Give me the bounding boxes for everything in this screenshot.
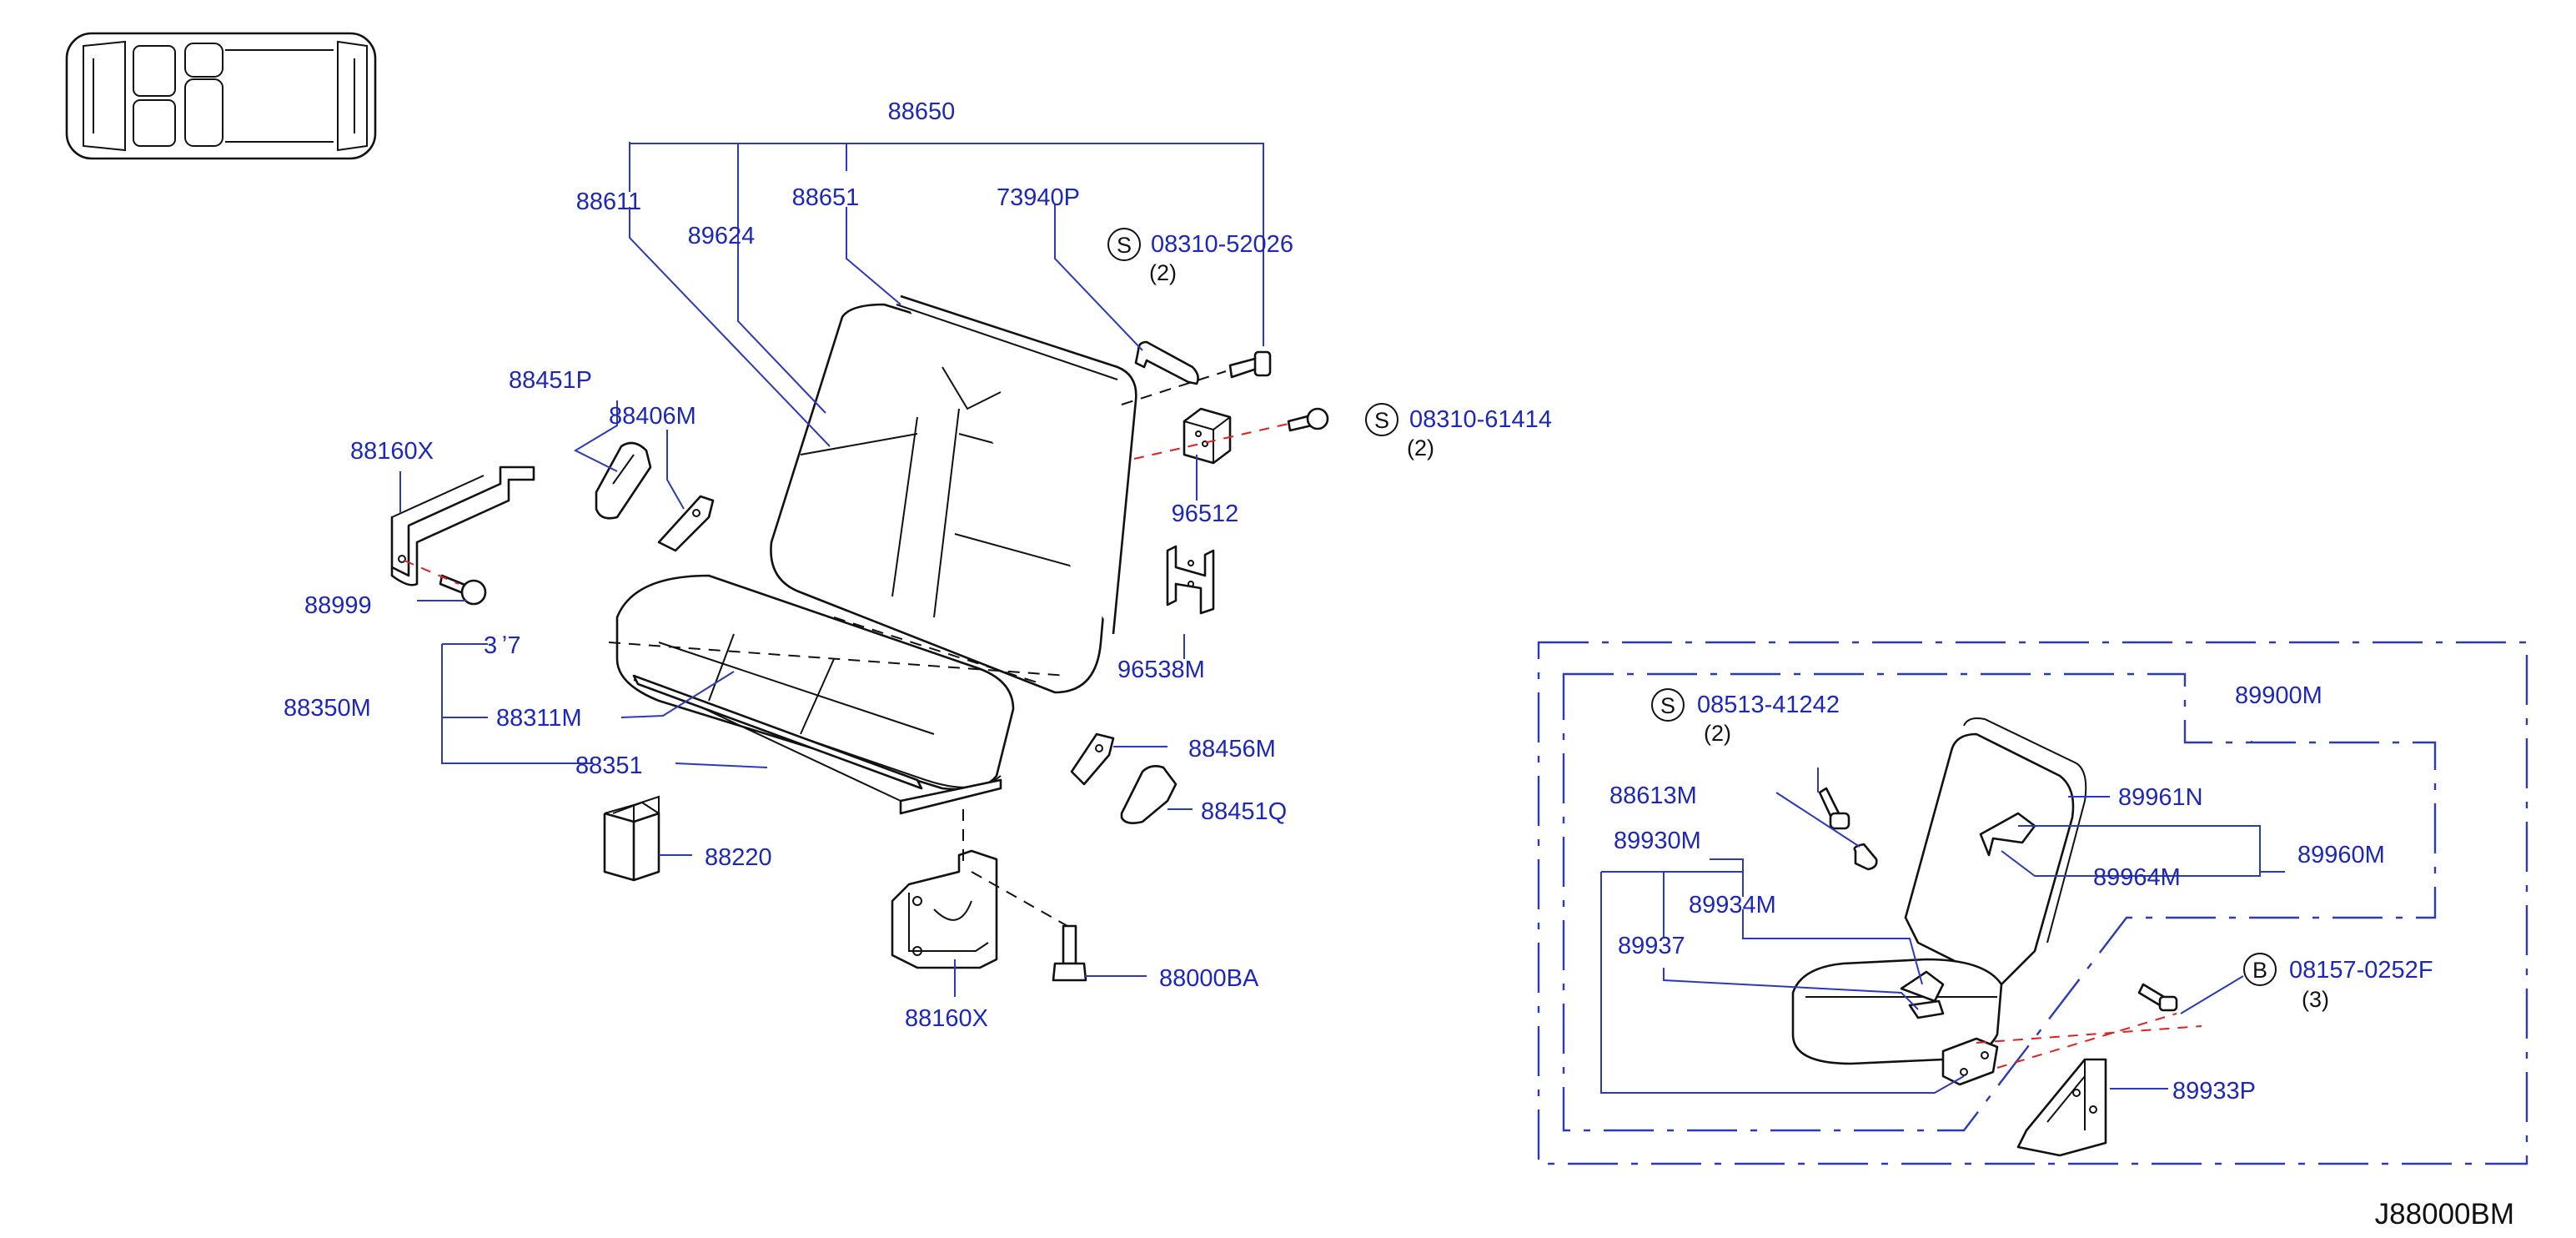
label-88351: 88351 [575, 752, 643, 779]
screw-52026-icon [1228, 350, 1272, 379]
bracket-88160X-bottom [891, 849, 998, 969]
side-cover-88451Q [1120, 765, 1178, 824]
label-88307-partial: 3 ʼ7 [484, 632, 521, 659]
label-88406M: 88406M [609, 403, 696, 430]
label-88220: 88220 [705, 844, 772, 871]
label-08310-61414: 08310-61414 [1409, 406, 1552, 433]
label-88613M: 88613M [1609, 783, 1697, 809]
bracket-89933P [2016, 1058, 2107, 1157]
qty-08310-61414: (2) [1407, 435, 1434, 460]
part-labels-left: 88650 88611 89624 88651 73940P 08310-520… [284, 98, 1552, 1032]
striker-plate-96538M [1166, 545, 1215, 615]
leader-lines-left [399, 143, 1264, 997]
label-08513-41242: 08513-41242 [1697, 692, 1840, 718]
pin-88613M-icon [1853, 843, 1878, 871]
armrest-back [1904, 717, 2087, 986]
qty-08513-41242: (2) [1704, 721, 1731, 746]
bolt-88999-icon [439, 574, 487, 606]
armrest-base [1791, 958, 2003, 1065]
hinge-cover-88456M [1070, 732, 1115, 786]
cover-88220 [603, 795, 660, 882]
part-labels-right: 89900M 08513-41242 (2) 88613M 89961N 899… [1609, 682, 2433, 1105]
label-88451P: 88451P [509, 367, 592, 394]
label-96512: 96512 [1172, 501, 1239, 527]
label-08157-0252F: 08157-0252F [2289, 957, 2433, 984]
label-88451Q: 88451Q [1201, 798, 1287, 825]
s-marker-41242: S [1651, 688, 1685, 722]
label-96538M: 96538M [1117, 657, 1205, 683]
label-88611: 88611 [576, 189, 642, 215]
hinge-cover-88406M [657, 495, 715, 552]
label-88650: 88650 [888, 98, 956, 125]
label-89964M: 89964M [2093, 864, 2181, 891]
label-89937: 89937 [1618, 933, 1685, 959]
side-cover-88451P [595, 441, 652, 520]
label-89930M: 89930M [1614, 828, 1701, 854]
label-88999: 88999 [304, 592, 372, 619]
svg-text:S: S [1117, 233, 1132, 258]
screw-41242-icon [1818, 787, 1850, 830]
label-88311M: 88311M [496, 705, 582, 732]
label-73940P: 73940P [997, 184, 1080, 211]
qty-08157-0252F: (3) [2302, 987, 2329, 1012]
label-08310-52026: 08310-52026 [1151, 231, 1293, 258]
label-88160X-bottom: 88160X [905, 1005, 988, 1032]
diagram-reference-code: J88000BM [2375, 1198, 2514, 1230]
b-marker-0252F: B [2243, 953, 2277, 986]
label-89624: 89624 [688, 223, 756, 249]
seat-back-cushion [770, 294, 1137, 694]
svg-text:B: B [2252, 958, 2267, 983]
label-89961N: 89961N [2118, 784, 2203, 811]
leader-lines-right [1600, 741, 2285, 1094]
vehicle-locator-icon [65, 32, 377, 160]
center-armrest-frame [1537, 641, 2528, 1165]
label-89960M: 89960M [2297, 842, 2385, 868]
label-88000BA: 88000BA [1159, 965, 1259, 992]
anchor-block-96512 [1183, 407, 1232, 465]
s-marker-52026: S [1107, 228, 1141, 261]
bolt-88000BA-icon [1052, 924, 1087, 982]
svg-text:S: S [1374, 408, 1389, 433]
screw-61414-icon [1287, 407, 1329, 432]
label-89934M: 89934M [1689, 892, 1776, 918]
label-88456M: 88456M [1188, 736, 1276, 762]
s-marker-61414: S [1365, 403, 1398, 436]
label-88651: 88651 [792, 184, 860, 211]
assembly-dash-line [608, 642, 1068, 677]
bracket-88160X-top [390, 466, 535, 586]
bolt-0252F-icon [2137, 983, 2178, 1012]
cushion-trim-strip [632, 674, 923, 790]
svg-text:S: S [1660, 693, 1675, 718]
label-89933P: 89933P [2172, 1078, 2256, 1105]
label-89900M: 89900M [2235, 682, 2322, 709]
handle-73940P [1134, 340, 1199, 385]
armrest-hinge [1941, 1037, 1999, 1086]
label-88350M: 88350M [284, 695, 371, 722]
label-88160X-top: 88160X [350, 438, 434, 465]
qty-08310-52026: (2) [1149, 260, 1177, 285]
